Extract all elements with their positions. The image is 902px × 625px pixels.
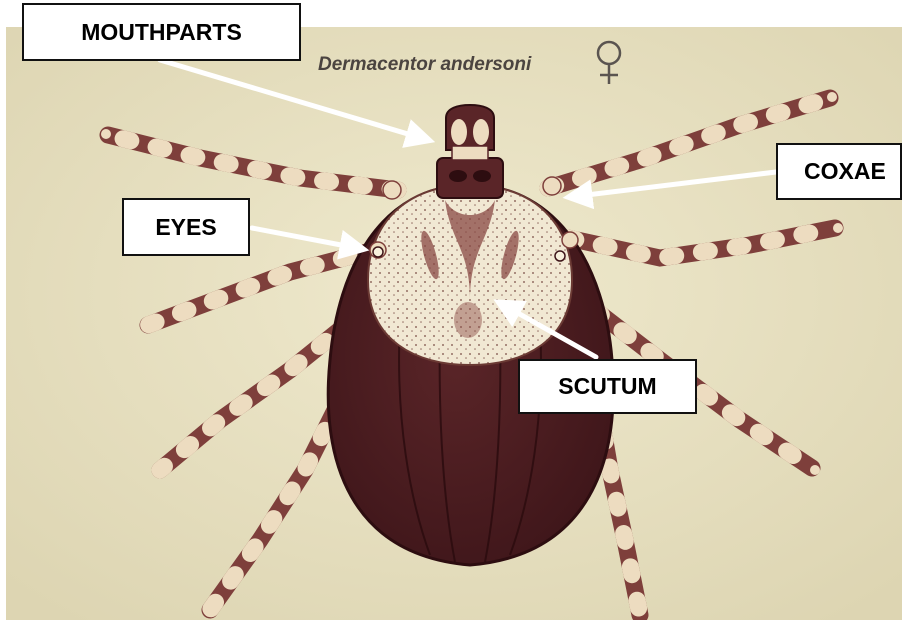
eye-left [373,247,383,257]
eye-right [555,251,565,261]
female-symbol-icon [590,38,628,86]
label-coxae: COXAE [776,143,902,200]
label-scutum: SCUTUM [518,359,697,414]
label-mouthparts: MOUTHPARTS [22,3,301,61]
label-eyes: EYES [122,198,250,256]
species-name: Dermacentor andersoni [318,54,531,76]
